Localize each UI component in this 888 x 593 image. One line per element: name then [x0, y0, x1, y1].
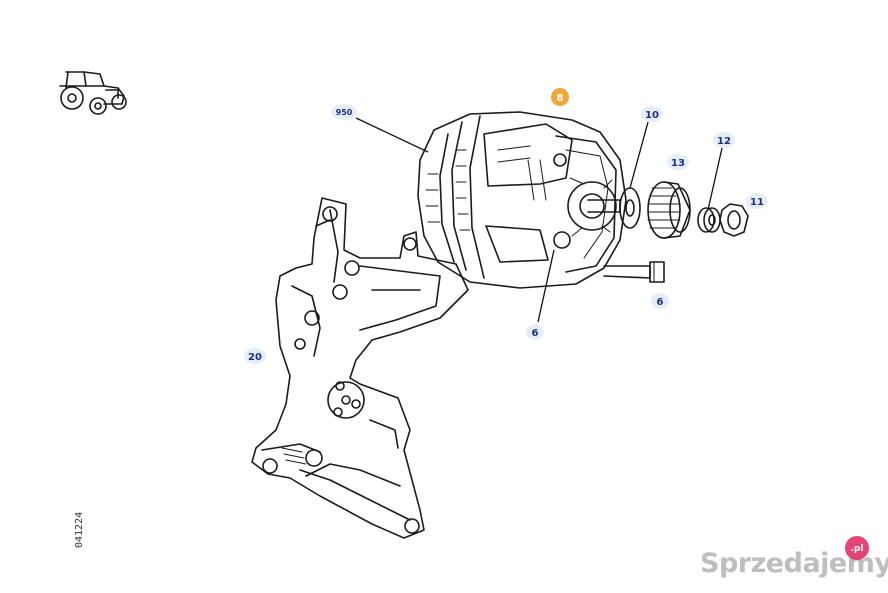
leader-lines [355, 117, 723, 323]
svg-text:950: 950 [336, 108, 353, 117]
bracket-part-20 [251, 197, 469, 539]
callout-12: 12 [713, 132, 735, 148]
svg-text:10: 10 [645, 110, 659, 121]
washer-part-10 [619, 187, 641, 229]
tractor-icon [59, 71, 127, 115]
callout-13: 13 [667, 154, 689, 170]
svg-text:6: 6 [532, 328, 539, 339]
svg-text:20: 20 [248, 352, 262, 363]
svg-text:11: 11 [750, 197, 764, 208]
svg-text:12: 12 [717, 136, 731, 147]
drawing-code: 041224 [74, 512, 85, 548]
svg-text:6: 6 [657, 297, 664, 308]
callout-950: 950 [331, 104, 357, 120]
watermark: Sprzedajemy .pl [700, 536, 888, 579]
callout-6-right: 6 [651, 293, 669, 309]
pulley-part-13 [647, 181, 691, 239]
watermark-badge-icon [845, 536, 869, 560]
callout-20: 20 [244, 348, 266, 364]
svg-text:8: 8 [557, 93, 564, 104]
svg-text:.pl: .pl [851, 544, 864, 554]
bolt-part-6 [603, 261, 665, 283]
callout-10: 10 [641, 106, 663, 122]
svg-text:13: 13 [671, 158, 685, 169]
spacer-part-12 [697, 207, 721, 233]
alternator-body [417, 111, 627, 289]
callout-8-highlighted: 8 [551, 88, 569, 106]
callout-11: 11 [746, 193, 768, 209]
callout-6-lower: 6 [526, 324, 544, 340]
nut-part-11 [719, 203, 749, 237]
